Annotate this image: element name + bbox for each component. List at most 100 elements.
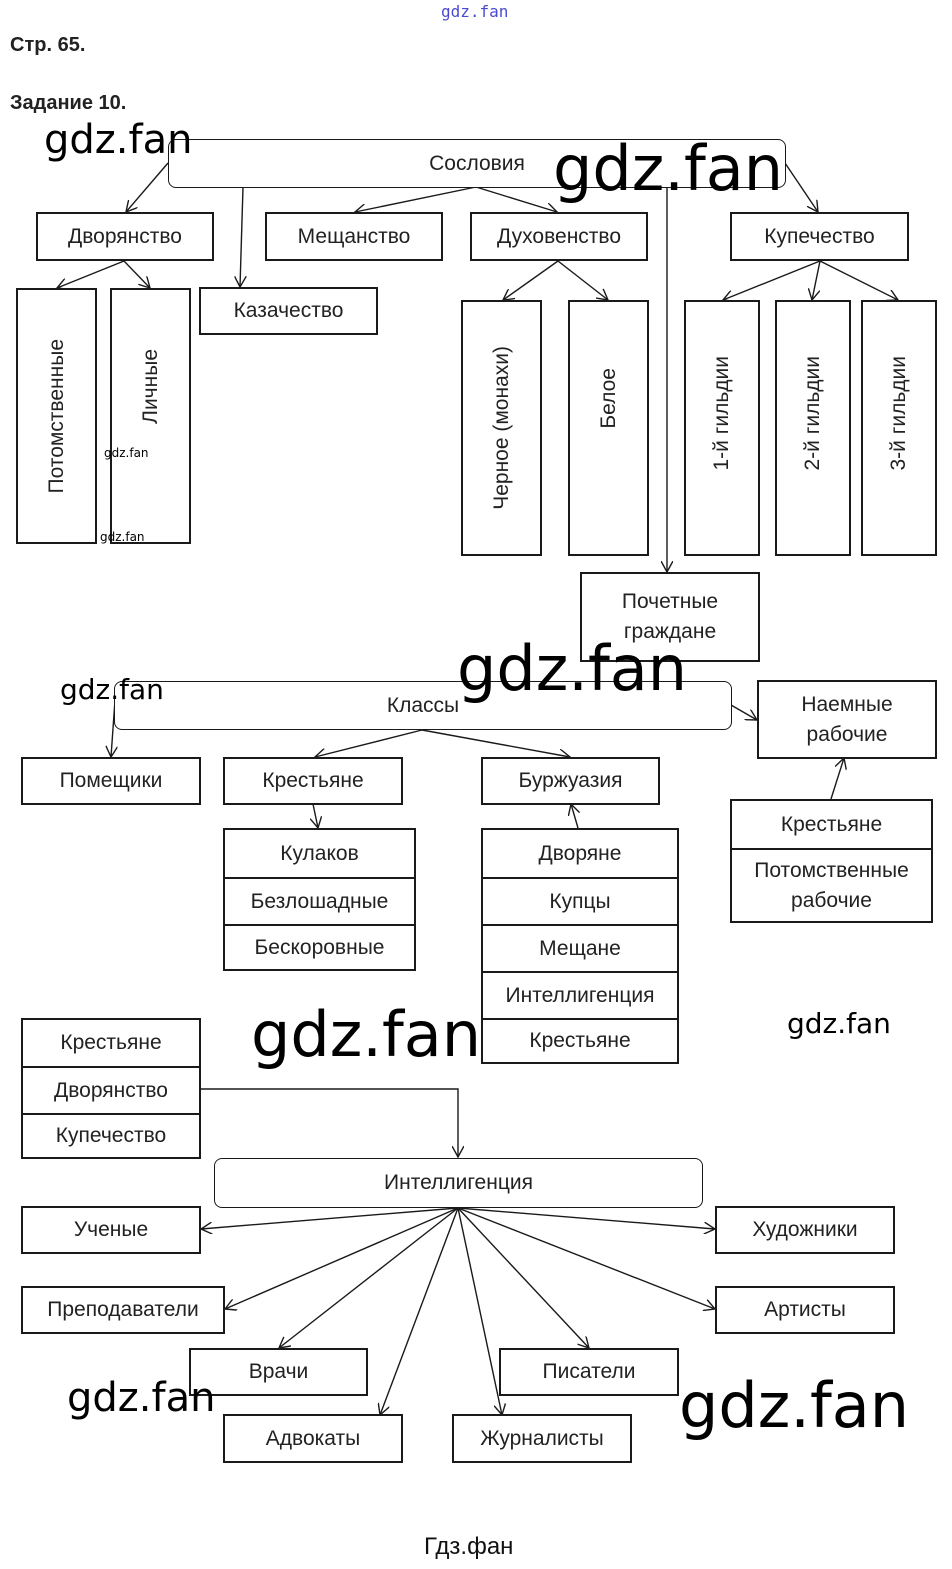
arrow-sources-bourgeoisie — [571, 804, 578, 829]
arrow-intel-writers — [457, 1207, 589, 1348]
arrow-merchants-3 — [819, 260, 898, 300]
watermark: gdz.fan — [553, 132, 784, 205]
list-item: Крестьяне — [483, 1018, 677, 1062]
lawyers-label: Адвокаты — [265, 1426, 361, 1450]
estates-root: Сословия — [168, 139, 786, 188]
clergy-box: Духовенство — [470, 212, 648, 261]
arrow-classes-bourgeoisie — [421, 729, 570, 757]
arrow-estates-merchants — [784, 162, 818, 212]
merchants-guild3-box: 3-й гильдии — [861, 300, 937, 556]
scientists-box: Ученые — [21, 1206, 201, 1254]
actors-label: Артисты — [764, 1298, 846, 1321]
nobility-personal-label: Личные — [138, 348, 162, 424]
arrow-classes-peasants — [315, 729, 423, 757]
list-item: Бескоровные — [225, 924, 414, 969]
list-item: Купечество — [23, 1113, 199, 1157]
journalists-box: Журналисты — [452, 1414, 632, 1463]
lawyers-box: Адвокаты — [223, 1414, 403, 1463]
clergy-black-box: Черное (монахи) — [461, 300, 542, 556]
watermark: gdz.fan — [104, 446, 149, 460]
nobility-personal-box: Личные — [110, 288, 191, 544]
watermark: gdz.fan — [100, 530, 145, 544]
peasants-label: Крестьяне — [262, 769, 364, 792]
arrow-intel-doctors — [279, 1207, 459, 1348]
merchants-label: Купечество — [764, 224, 875, 248]
arrow-estates-clergy — [475, 186, 557, 212]
arrow-peasants-subgroups — [313, 803, 318, 828]
list-item: Крестьяне — [780, 812, 883, 836]
arrow-intel-teachers — [225, 1207, 459, 1309]
merchants-guild2-box: 2-й гильдии — [775, 300, 851, 556]
watermark: gdz.fan — [44, 117, 193, 163]
arrow-nobility-hereditary — [57, 260, 125, 288]
nobility-box: Дворянство — [36, 212, 214, 261]
cossacks-box: Казачество — [199, 287, 378, 335]
peasant-subgroups-list: Кулаков Безлошадные Бескоровные — [223, 828, 416, 971]
list-item: Купцы — [483, 877, 677, 924]
scientists-label: Ученые — [73, 1218, 149, 1241]
hired-workers-label: Наемные рабочие — [801, 692, 893, 746]
journalists-label: Журналисты — [480, 1426, 604, 1450]
classes-root: Классы — [114, 681, 732, 730]
intelligentsia-root: Интеллигенция — [214, 1158, 703, 1208]
arrow-classes-hired — [730, 704, 757, 720]
watermark: gdz.fan — [787, 1007, 891, 1040]
honorary-citizens-box: Почетные граждане — [580, 572, 760, 662]
merchants-guild1-box: 1-й гильдии — [684, 300, 760, 556]
writers-label: Писатели — [542, 1360, 636, 1383]
clergy-white-label: Белое — [596, 367, 620, 429]
arrow-nobility-personal — [123, 260, 150, 288]
list-item: Крестьяне — [60, 1031, 162, 1054]
arrow-sources-hired — [830, 758, 844, 800]
arrow-intel-artists — [457, 1207, 715, 1229]
list-item: Потомственные рабочие — [732, 848, 931, 921]
honorary-citizens-label: Почетные граждане — [621, 590, 719, 643]
arrow-intel-lawyers — [380, 1207, 459, 1415]
bourgeoisie-sources-list: Дворяне Купцы Мещане Интеллигенция Крест… — [481, 828, 679, 1064]
arrow-clergy-black — [503, 260, 559, 300]
doctors-box: Врачи — [189, 1348, 368, 1396]
merchants-box: Купечество — [730, 212, 909, 261]
clergy-white-box: Белое — [568, 300, 649, 556]
watermark: gdz.fan — [67, 1375, 216, 1421]
watermark: gdz.fan — [457, 632, 688, 705]
nobility-hereditary-box: Потомственные — [16, 288, 97, 544]
arrow-estates-cossacks — [240, 186, 243, 287]
merchants-guild3-label: 3-й гильдии — [887, 355, 910, 471]
classes-root-label: Классы — [386, 693, 460, 717]
arrow-sources-intelligentsia — [200, 1088, 458, 1157]
merchants-guild2-label: 2-й гильдии — [801, 355, 824, 471]
top-watermark: gdz.fan — [441, 2, 509, 21]
teachers-box: Преподаватели — [21, 1286, 225, 1334]
merchants-guild1-label: 1-й гильдии — [710, 355, 733, 471]
actors-box: Артисты — [715, 1286, 895, 1334]
bourgeoisie-box: Буржуазия — [481, 757, 660, 805]
watermark: gdz.fan — [251, 998, 482, 1071]
townsfolk-box: Мещанство — [265, 212, 443, 261]
list-item: Дворяне — [538, 841, 622, 865]
hired-workers-box: Наемные рабочие — [757, 680, 937, 759]
landowners-label: Помещики — [59, 769, 163, 792]
page-number: Стр. 65. — [10, 34, 86, 56]
list-item: Кулаков — [280, 841, 359, 865]
list-item: Дворянство — [23, 1066, 199, 1113]
intelligentsia-sources-list: Крестьяне Дворянство Купечество — [21, 1018, 201, 1159]
clergy-black-label: Черное (монахи) — [489, 346, 513, 510]
arrow-clergy-white — [557, 260, 608, 300]
teachers-label: Преподаватели — [47, 1298, 199, 1321]
cossacks-label: Казачество — [233, 299, 344, 322]
list-item: Интеллигенция — [483, 971, 677, 1018]
doctors-label: Врачи — [248, 1360, 309, 1383]
bourgeoisie-label: Буржуазия — [518, 769, 623, 792]
writers-box: Писатели — [499, 1348, 679, 1396]
clergy-label: Духовенство — [496, 224, 622, 248]
list-item: Мещане — [483, 924, 677, 971]
townsfolk-label: Мещанство — [297, 224, 411, 248]
watermark: gdz.fan — [679, 1369, 910, 1442]
arrow-merchants-2 — [812, 260, 821, 300]
nobility-hereditary-label: Потомственные — [44, 338, 68, 494]
footer-watermark: Гдз.фан — [424, 1533, 514, 1560]
arrow-intel-journalists — [457, 1207, 502, 1415]
list-item: Безлошадные — [225, 877, 414, 924]
estates-root-label: Сословия — [429, 151, 525, 175]
